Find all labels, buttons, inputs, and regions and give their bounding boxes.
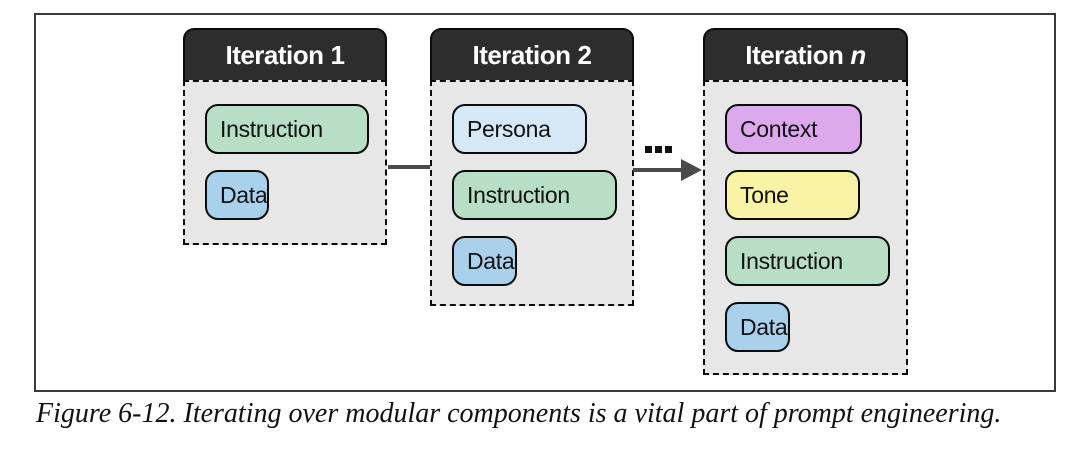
iteration-box-1: Iteration 1 Instruction Data bbox=[183, 28, 387, 245]
component-label: Instruction bbox=[740, 247, 843, 274]
component-label: Data bbox=[220, 181, 268, 208]
component-label: Data bbox=[740, 313, 788, 340]
iteration-1-body: Instruction Data bbox=[183, 80, 387, 245]
component-label: Data bbox=[467, 247, 515, 274]
component-label: Context bbox=[740, 115, 818, 142]
figure-caption: Figure 6-12. Iterating over modular comp… bbox=[36, 398, 1002, 429]
iteration-box-n: Iteration n Context Tone Instruction Dat… bbox=[703, 28, 908, 375]
component-pill-instruction: Instruction bbox=[205, 104, 369, 154]
component-label: Instruction bbox=[467, 181, 570, 208]
component-pill-instruction: Instruction bbox=[725, 236, 890, 286]
iteration-1-title: Iteration bbox=[225, 39, 324, 70]
iteration-n-header: Iteration n bbox=[703, 28, 908, 80]
iteration-2-title: Iteration bbox=[472, 39, 571, 70]
iteration-n-body: Context Tone Instruction Data bbox=[703, 80, 908, 375]
connector-arrow-head-icon bbox=[681, 159, 702, 181]
connector-arrow-shaft bbox=[633, 168, 683, 172]
component-pill-persona: Persona bbox=[452, 104, 587, 154]
component-pill-context: Context bbox=[725, 104, 862, 154]
iteration-1-header: Iteration 1 bbox=[183, 28, 387, 80]
component-pill-instruction: Instruction bbox=[452, 170, 617, 220]
iteration-box-2: Iteration 2 Persona Instruction Data bbox=[430, 28, 634, 306]
component-label: Tone bbox=[740, 181, 789, 208]
iteration-2-body: Persona Instruction Data bbox=[430, 80, 634, 306]
iteration-2-header: Iteration 2 bbox=[430, 28, 634, 80]
component-pill-tone: Tone bbox=[725, 170, 860, 220]
component-label: Persona bbox=[467, 115, 551, 142]
component-label: Instruction bbox=[220, 115, 323, 142]
ellipsis-icon bbox=[645, 146, 672, 153]
connector-line-1 bbox=[388, 165, 430, 169]
iteration-1-number: 1 bbox=[330, 39, 345, 70]
component-pill-data: Data bbox=[205, 170, 269, 220]
iteration-2-number: 2 bbox=[577, 39, 592, 70]
iteration-n-title: Iteration bbox=[745, 39, 844, 70]
component-pill-data: Data bbox=[725, 302, 790, 352]
component-pill-data: Data bbox=[452, 236, 517, 286]
iteration-n-number: n bbox=[850, 39, 866, 70]
